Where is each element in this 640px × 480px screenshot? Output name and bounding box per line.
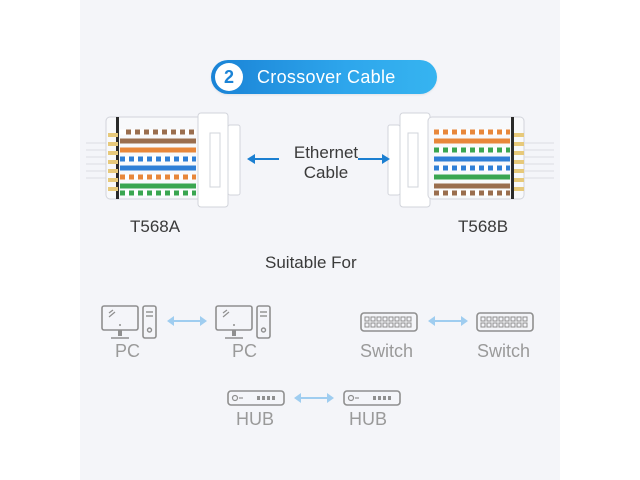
- switch-icon: [360, 312, 418, 332]
- t568b-label: T568B: [458, 217, 509, 236]
- switch-left-label: Switch: [360, 341, 414, 361]
- double-arrow-icon: [167, 316, 207, 326]
- hub-icon: [227, 390, 285, 406]
- hub-left-label: HUB: [236, 409, 275, 429]
- switch-icon: [476, 312, 534, 332]
- hub-right-label: HUB: [349, 409, 388, 429]
- pc-left-label: PC: [115, 341, 141, 361]
- double-arrow-icon: [294, 393, 334, 403]
- ethernet-cable-label: Ethernet Cable: [278, 143, 374, 183]
- pc-icon: [101, 305, 157, 339]
- rj45-connector-t568a-icon: [86, 112, 241, 208]
- arrow-right-icon: [358, 154, 390, 164]
- switch-right-label: Switch: [477, 341, 531, 361]
- double-arrow-icon: [428, 316, 468, 326]
- cable-label-line2: Cable: [303, 163, 349, 182]
- hub-icon: [343, 390, 401, 406]
- pc-icon: [215, 305, 271, 339]
- cable-label-line1: Ethernet: [293, 143, 359, 162]
- step-number-badge: 2: [215, 63, 243, 91]
- suitable-for-heading: Suitable For: [265, 253, 357, 272]
- pc-right-label: PC: [232, 341, 258, 361]
- title-text: Crossover Cable: [257, 67, 396, 87]
- t568a-label: T568A: [130, 217, 181, 236]
- rj45-connector-t568b-icon: [387, 112, 554, 208]
- arrow-left-icon: [247, 154, 279, 164]
- title-banner: 2 Crossover Cable: [211, 60, 437, 94]
